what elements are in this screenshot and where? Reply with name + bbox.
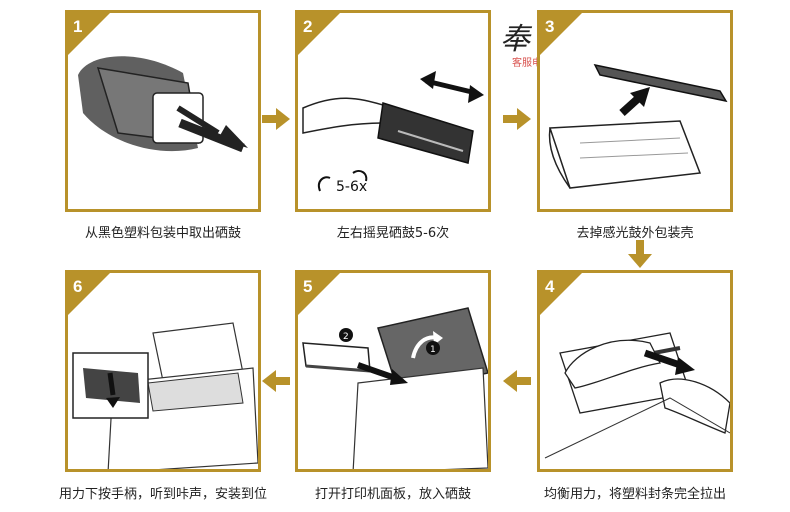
step-caption-3: 去掉感光鼓外包装壳 xyxy=(576,226,694,241)
step-caption-2: 左右摇晃硒鼓5-6次 xyxy=(336,226,450,241)
step-caption-1: 从黑色塑料包装中取出硒鼓 xyxy=(84,226,241,241)
step-number: 5 xyxy=(303,277,313,296)
step-panel-3: 3 xyxy=(537,10,733,212)
callout-1: 1 xyxy=(430,345,436,355)
remove-drum-cover-illustration xyxy=(548,63,728,189)
step-panel-5: 1 2 5 xyxy=(295,270,491,472)
step-badge xyxy=(540,13,585,58)
step-panel-6: 6 xyxy=(65,270,261,472)
step-badge xyxy=(68,273,113,318)
arrow-down-icon xyxy=(628,240,652,268)
arrow-right-icon xyxy=(262,108,290,130)
shake-cartridge-illustration: 5-6x xyxy=(302,71,484,195)
step-number: 4 xyxy=(545,277,555,296)
step-caption-4: 均衡用力，将塑料封条完全拉出 xyxy=(543,487,726,502)
arrow-right-icon xyxy=(503,108,531,130)
step-panel-4: 4 xyxy=(537,270,733,472)
step-number: 1 xyxy=(73,17,83,36)
open-printer-insert-illustration: 1 2 xyxy=(302,307,488,469)
step-panel-2: 5-6x 2 xyxy=(295,10,491,212)
step-number: 2 xyxy=(303,17,313,36)
step-panel-1: 1 xyxy=(65,10,261,212)
cartridge-in-bag-illustration xyxy=(78,56,248,153)
step-badge xyxy=(540,273,585,318)
pull-seal-strip-illustration xyxy=(544,332,730,459)
press-handle-illustration xyxy=(72,322,258,469)
step-number: 3 xyxy=(545,17,555,36)
shake-count-label: 5-6x xyxy=(336,179,367,195)
arrow-left-icon xyxy=(503,370,531,392)
step-badge xyxy=(298,273,343,318)
arrow-left-icon xyxy=(262,370,290,392)
callout-2: 2 xyxy=(343,332,349,342)
step-number: 6 xyxy=(73,277,83,296)
step-caption-5: 打开打印机面板，放入硒鼓 xyxy=(314,487,471,502)
step-caption-6: 用力下按手柄，听到咔声，安装到位 xyxy=(58,487,267,502)
step-badge xyxy=(68,13,113,58)
step-badge xyxy=(298,13,343,58)
